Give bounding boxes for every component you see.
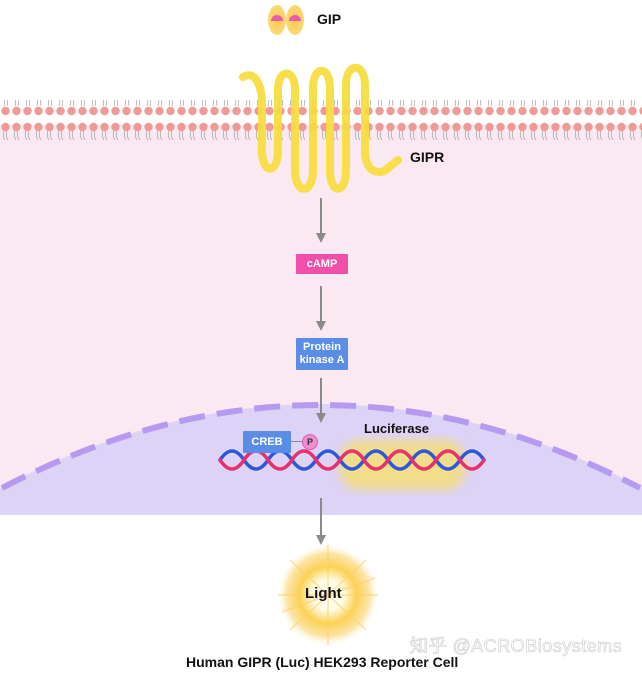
gipr-receptor-icon [239,63,402,193]
pka-label-line2: kinase A [299,354,345,366]
pka-label-line1: Protein [303,341,341,353]
diagram-title: Human GIPR (Luc) HEK293 Reporter Cell [186,654,459,670]
camp-box: cAMP [296,254,348,274]
nuclear-envelope [0,402,642,491]
gip-label: GIP [317,11,342,27]
camp-label: cAMP [306,257,338,270]
luciferase-label: Luciferase [364,421,430,436]
light-burst-icon [276,543,380,647]
gipr-label: GIPR [410,149,445,165]
creb-label: CREB [251,435,283,448]
cell-membrane [0,100,642,140]
protein-kinase-a-box: Protein kinase A [296,338,348,370]
light-label: Light [305,585,342,602]
creb-box: CREB [243,431,291,453]
creb-phospho-link [291,441,303,442]
gip-peptide-icon [268,5,304,35]
nucleus-region [0,404,642,515]
dna-helix-icon [218,449,486,471]
watermark: 知乎 @ACROBiosystems [410,636,623,657]
phosphate-icon: P [302,434,318,450]
